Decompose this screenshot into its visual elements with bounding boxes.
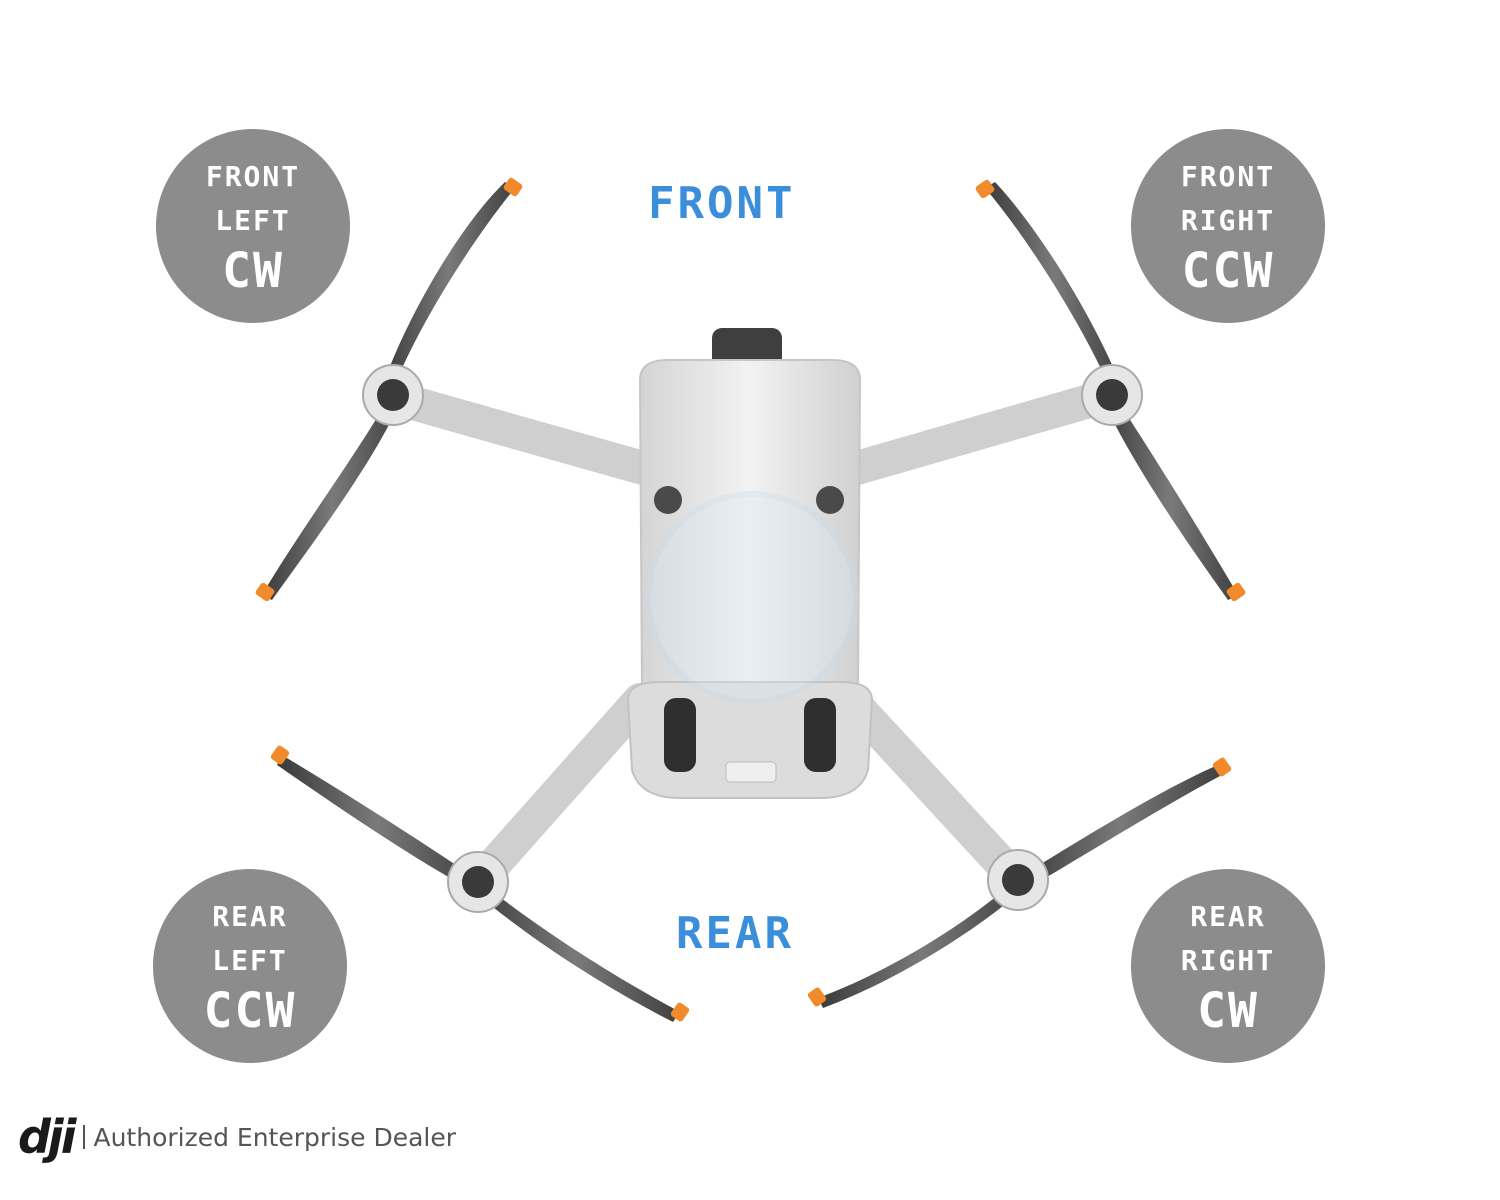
badge-line1: FRONT: [205, 160, 301, 193]
rear-direction-label: REAR: [676, 908, 794, 959]
rotation-label: CW: [222, 243, 284, 299]
front-direction-label: FRONT: [648, 178, 796, 229]
badge-line1: REAR: [212, 900, 288, 933]
front-right-motor-badge: FRONT RIGHT CCW: [1131, 129, 1325, 323]
badge-line1: FRONT: [1180, 160, 1276, 193]
propeller-front-left: [255, 177, 523, 602]
dealer-footer: dji Authorized Enterprise Dealer: [18, 1110, 457, 1164]
badge-line2: LEFT: [215, 204, 291, 237]
rotation-label: CCW: [203, 983, 297, 1039]
dealer-text: Authorized Enterprise Dealer: [93, 1122, 457, 1152]
front-left-motor-badge: FRONT LEFT CW: [156, 129, 350, 323]
dji-logo: dji: [18, 1110, 76, 1164]
propeller-rear-left: [270, 745, 690, 1022]
rotation-label: CCW: [1181, 243, 1275, 299]
badge-line1: REAR: [1190, 900, 1266, 933]
rotation-label: CW: [1197, 983, 1259, 1039]
rear-left-motor-badge: REAR LEFT CCW: [153, 869, 347, 1063]
badge-line2: RIGHT: [1180, 204, 1276, 237]
divider: [83, 1125, 86, 1149]
rear-right-motor-badge: REAR RIGHT CW: [1131, 869, 1325, 1063]
drone-arms: [378, 378, 1127, 897]
propeller-front-right: [975, 179, 1246, 602]
badge-line2: RIGHT: [1180, 944, 1276, 977]
badge-line2: LEFT: [212, 944, 288, 977]
drone-body: [626, 328, 874, 799]
propeller-rear-right: [807, 757, 1232, 1008]
